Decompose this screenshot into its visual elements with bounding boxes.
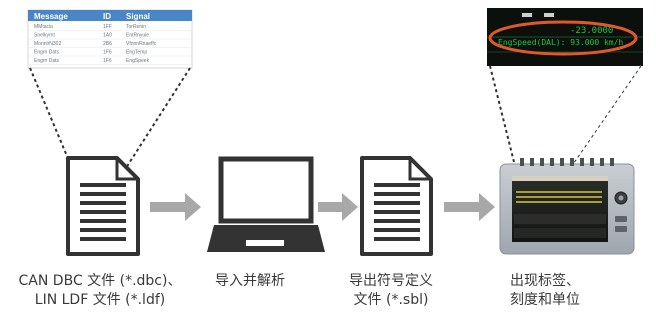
table-cell: 1A0 [103,33,112,39]
table-cell: Snelkyrnt [34,33,55,39]
caption-export-symbol-line2: 文件 (*.sbl) [353,292,429,308]
caption-export-symbol-line1: 导出符号定义 [349,273,433,289]
display-value-line2: EngSpeed(DAL): 93.000 km/h [498,38,623,47]
table-cell: 1FF [103,24,112,30]
caption-input-files-line2: LIN LDF 文件 (*.ldf) [34,292,166,308]
zoom-line-right-a [489,65,527,211]
table-header-message: Message [34,12,68,21]
table-cell: EngSpeek [126,58,150,64]
table-cell: EntRnyuie [126,33,149,39]
symbol-file-icon [360,156,433,256]
caption-import-parse: 导入并解析 [200,272,300,291]
laptop-icon [207,156,325,252]
flow-arrow-1 [150,193,201,221]
table-cell: 2B6 [103,41,112,47]
highlight-oval [488,20,638,56]
caption-labels-appear: 出现标签、 刻度和单位 [490,272,600,310]
measurement-device [499,158,635,255]
caption-import-parse-line1: 导入并解析 [215,273,285,289]
display-value-line1: -23.0000 [570,26,613,36]
table-header-bar [28,10,192,21]
table-cell: MMtacia [34,24,53,30]
zoom-line-left-a [29,67,73,169]
zoom-line-left-b [125,67,191,169]
caption-input-files-line1: CAN DBC 文件 (*.dbc)、 [18,273,182,289]
table-header-signal: Signal [126,12,150,21]
document-icon [66,156,140,256]
table-cell: EngTemp [126,50,147,56]
table-cell: VfnnnRnaeffc [126,41,157,47]
display-zoom: -23.0000 EngSpeed(DAL): 93.000 km/h [487,8,643,66]
caption-export-symbol: 导出符号定义 文件 (*.sbl) [336,272,446,310]
table-cell: Engrn Dats [34,58,60,64]
table-header-id: ID [103,12,111,21]
table-cell: 1F6 [103,58,112,64]
caption-input-files: CAN DBC 文件 (*.dbc)、 LIN LDF 文件 (*.ldf) [0,272,200,310]
table-cell: 1F6 [103,50,112,56]
flow-arrow-3 [444,193,495,221]
flow-arrow-2 [318,193,358,221]
dbc-table-zoom: Message ID Signal MMtacia 1FF TorReninSnel… [27,9,193,69]
table-cell: Engrn Dats [34,50,60,56]
table-cell: TorRenin [126,24,146,30]
caption-labels-appear-line1: 出现标签、 [510,273,580,289]
table-cell: MonnlrN302 [34,41,61,47]
caption-labels-appear-line2: 刻度和单位 [510,292,580,308]
